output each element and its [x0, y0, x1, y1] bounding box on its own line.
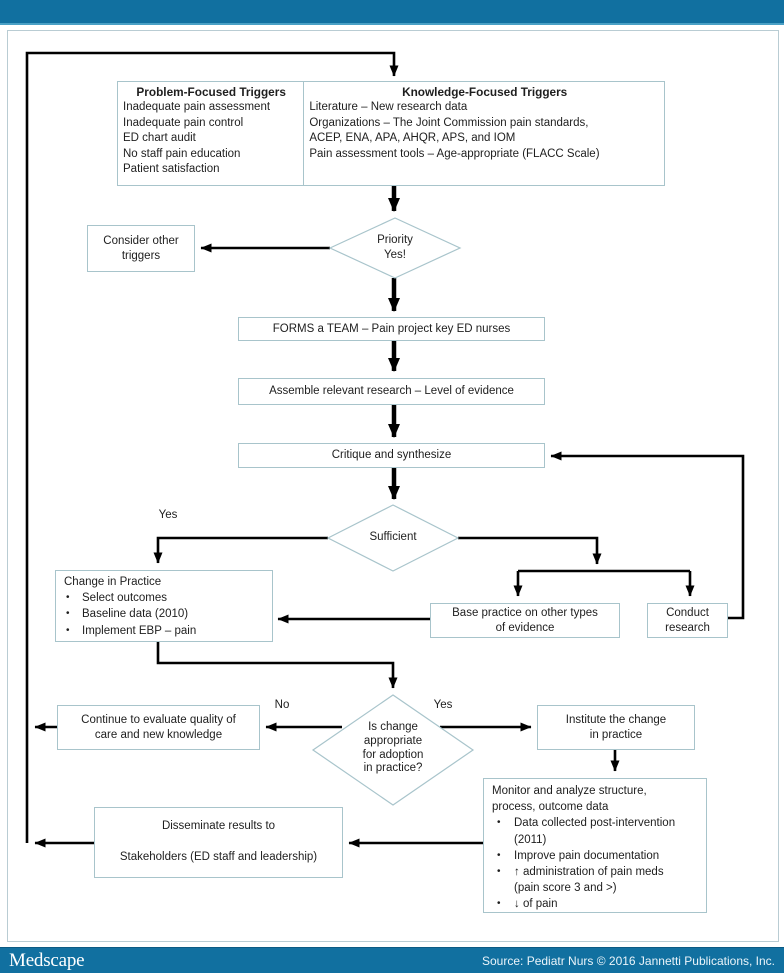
box-monitor-analyze: Monitor and analyze structure, process, …	[483, 778, 707, 913]
continue-line: Continue to evaluate quality of	[81, 713, 236, 726]
box-consider-other-triggers: Consider other triggers	[87, 225, 195, 272]
monitor-bullet: ↓ of pain	[484, 896, 706, 912]
top-bar	[0, 0, 784, 25]
box-triggers: Problem-Focused Triggers Inadequate pain…	[117, 81, 665, 186]
institute-line: Institute the change	[565, 713, 667, 726]
box-conduct-research: Conduct research	[647, 603, 728, 638]
priority-diamond	[328, 217, 462, 279]
knowledge-triggers-title: Knowledge-Focused Triggers	[402, 85, 568, 99]
priority-line: Yes!	[384, 249, 406, 261]
monitor-bullet: Data collected post-intervention	[484, 815, 706, 831]
sufficient-yes-label: Yes	[158, 509, 178, 521]
institute-line: in practice	[589, 728, 643, 741]
box-knowledge-triggers: Knowledge-Focused Triggers Literature – …	[303, 82, 664, 185]
monitor-bullet-cont: (pain score 3 and >)	[514, 882, 617, 895]
box-problem-triggers: Problem-Focused Triggers Inadequate pain…	[118, 82, 303, 185]
problem-trigger-item: Inadequate pain assessment	[123, 101, 271, 114]
box-continue-evaluate: Continue to evaluate quality of care and…	[57, 705, 260, 750]
adoption-line: for adoption	[362, 748, 424, 761]
consider-line: Consider other	[103, 234, 179, 247]
continue-line: care and new knowledge	[94, 728, 223, 741]
box-assemble-research: Assemble relevant research – Level of ev…	[238, 378, 545, 405]
adoption-line: appropriate	[363, 734, 423, 747]
adoption-no-label: No	[274, 699, 290, 711]
knowledge-trigger-item: ACEP, ENA, APA, AHQR, APS, and IOM	[309, 132, 516, 145]
box-institute-change: Institute the change in practice	[537, 705, 695, 750]
monitor-line: Monitor and analyze structure,	[492, 785, 647, 797]
change-bullet: Select outcomes	[56, 590, 272, 606]
monitor-bullet: ↑ administration of pain meds	[484, 864, 706, 880]
problem-trigger-item: No staff pain education	[123, 147, 241, 160]
box-forms-team: FORMS a TEAM – Pain project key ED nurse…	[238, 317, 545, 341]
adoption-line: Is change	[368, 721, 418, 733]
source-credit: Source: Pediatr Nurs © 2016 Jannetti Pub…	[482, 953, 775, 968]
monitor-line: process, outcome data	[492, 801, 609, 814]
box-change-in-practice: Change in Practice Select outcomes Basel…	[55, 570, 273, 642]
box-disseminate-results: Disseminate results to Stakeholders (ED …	[94, 807, 343, 878]
bottom-bar: Medscape Source: Pediatr Nurs © 2016 Jan…	[0, 947, 784, 973]
problem-trigger-item: Inadequate pain control	[123, 116, 244, 129]
adoption-diamond-label: Is change appropriate for adoption in pr…	[333, 721, 453, 776]
change-bullet: Implement EBP – pain	[56, 623, 272, 639]
conduct-line: Conduct	[666, 606, 709, 619]
consider-line: triggers	[121, 249, 161, 262]
disseminate-line: Stakeholders (ED staff and leadership)	[119, 851, 318, 863]
knowledge-trigger-item: Pain assessment tools – Age-appropriate …	[309, 147, 600, 160]
adoption-diamond	[311, 694, 475, 806]
problem-triggers-title: Problem-Focused Triggers	[136, 85, 286, 99]
adoption-line: in practice?	[363, 762, 423, 775]
sufficient-diamond-label: Sufficient	[369, 531, 417, 543]
medscape-logo: Medscape	[9, 949, 85, 971]
disseminate-line: Disseminate results to	[161, 820, 276, 832]
priority-diamond-label: Priority Yes!	[345, 233, 445, 263]
base-line: Base practice on other types	[452, 606, 598, 619]
monitor-bullet: Improve pain documentation	[484, 848, 706, 864]
conduct-line: research	[665, 621, 710, 634]
base-line: of evidence	[495, 621, 555, 634]
problem-trigger-item: ED chart audit	[123, 132, 196, 145]
problem-trigger-item: Patient satisfaction	[123, 163, 220, 176]
knowledge-trigger-item: Literature – New research data	[309, 101, 468, 114]
change-title: Change in Practice	[64, 576, 162, 588]
knowledge-trigger-item: Organizations – The Joint Commission pai…	[309, 116, 589, 129]
adoption-yes-label: Yes	[433, 699, 453, 711]
change-bullet: Baseline data (2010)	[56, 606, 272, 622]
priority-line: Priority	[377, 234, 413, 246]
box-critique-synthesize: Critique and synthesize	[238, 443, 545, 468]
sufficient-diamond	[326, 504, 460, 572]
box-base-practice: Base practice on other types of evidence	[430, 603, 620, 638]
monitor-bullet-cont: (2011)	[514, 833, 547, 846]
